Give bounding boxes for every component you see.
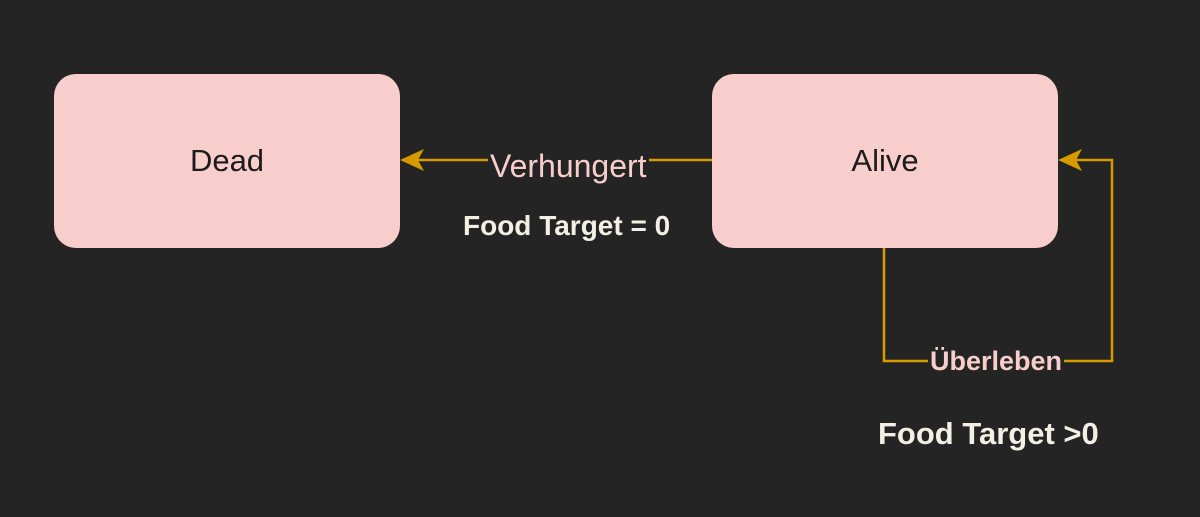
state-alive[interactable]: Alive — [712, 74, 1058, 248]
condition-food-target-positive: Food Target >0 — [878, 416, 1099, 451]
condition-food-target-zero: Food Target = 0 — [463, 210, 671, 241]
edge-alive-to-alive — [882, 158, 1114, 363]
edge-label-verhungert: Verhungert — [488, 148, 649, 184]
state-alive-label: Alive — [851, 143, 919, 178]
state-dead[interactable]: Dead — [54, 74, 400, 248]
arrowhead-into-alive — [1058, 149, 1082, 171]
arrowhead-into-dead — [400, 149, 424, 171]
edge-label-ueberleben: Überleben — [928, 346, 1065, 376]
state-dead-label: Dead — [189, 143, 265, 178]
